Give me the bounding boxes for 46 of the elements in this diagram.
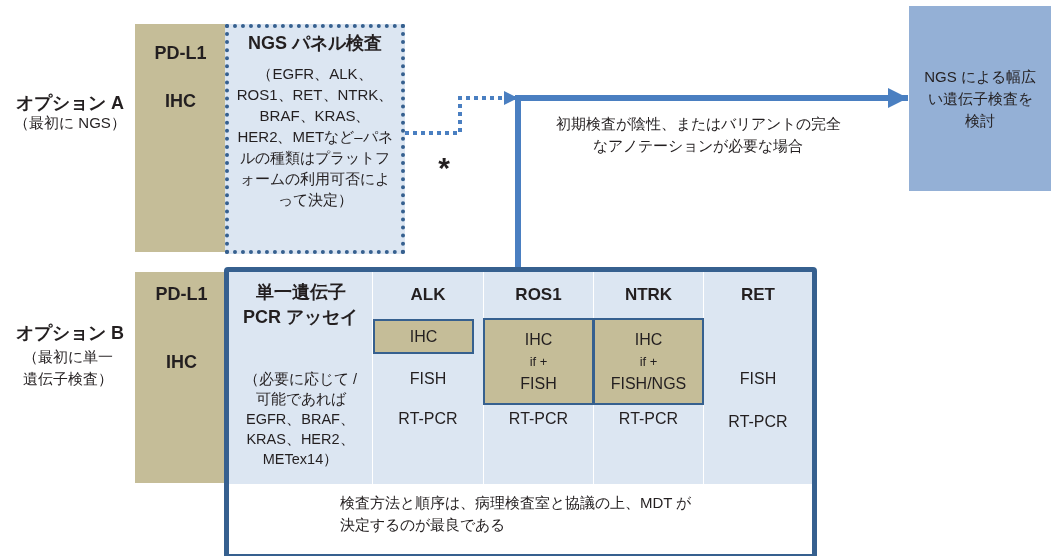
condition-text: if + xyxy=(529,354,548,370)
option-subtitle: （最初に単一遺伝子検査） xyxy=(22,347,114,389)
box-heading: NGS パネル検査 xyxy=(248,32,382,55)
column-heading: ROS1 xyxy=(515,284,562,305)
option-box xyxy=(224,267,817,556)
column-panel xyxy=(229,272,372,484)
test-name: IHC xyxy=(166,351,197,374)
column-panel xyxy=(704,272,812,484)
column-heading: RET xyxy=(741,284,775,305)
option-subtitle: （最初に NGS） xyxy=(13,114,127,132)
method-text: RT-PCR xyxy=(508,409,569,429)
gene-list: （EGFR、ALK、ROS1、RET、NTRK、BRAF、KRAS、HER2、METなど–パネルの種類はプラットフォームの利用可否によって決定） xyxy=(235,63,395,210)
test-box xyxy=(373,319,474,354)
column-heading: NTRK xyxy=(624,284,673,305)
test-box xyxy=(483,318,594,405)
test-name: PD-L1 xyxy=(155,283,208,306)
method-text: FISH xyxy=(520,374,557,394)
option-label: オプション B xyxy=(15,322,125,344)
note-text: 検査方法と順序は、病理検査室と協議の上、MDT が決定するのが最良である xyxy=(340,493,693,535)
column-heading: 単一遺伝子 PCR アッセイ xyxy=(242,281,359,329)
method-text: RT-PCR xyxy=(728,412,788,432)
column-panel xyxy=(594,272,703,484)
column-heading: ALK xyxy=(410,284,446,305)
method-text: IHC xyxy=(524,330,553,350)
method-text: IHC xyxy=(634,330,663,350)
method-text: FISH/NGS xyxy=(610,374,687,394)
box-text: NGS による幅広い遺伝子検査を検討 xyxy=(924,67,1036,131)
gene-list: （必要に応じて / 可能であればEGFR、BRAF、KRAS、HER2、METex14） xyxy=(234,369,367,469)
panel-box xyxy=(225,24,405,254)
method-text: FISH xyxy=(409,369,447,389)
test-band xyxy=(135,24,226,252)
result-box xyxy=(909,6,1051,191)
test-box xyxy=(593,318,704,405)
arrow xyxy=(515,88,908,267)
footnote-mark: * xyxy=(437,150,451,186)
test-name: IHC xyxy=(165,90,196,113)
method-text: RT-PCR xyxy=(618,409,679,429)
edge-label: 初期検査が陰性、またはバリアントの完全なアノテーションが必要な場合 xyxy=(553,113,843,157)
method-text: IHC xyxy=(409,327,438,347)
option-label: オプション A xyxy=(15,92,125,114)
method-text: FISH xyxy=(739,369,777,389)
condition-text: if + xyxy=(639,354,658,370)
column-panel xyxy=(373,272,483,484)
column-panel xyxy=(484,272,593,484)
test-name: PD-L1 xyxy=(154,42,207,65)
method-text: RT-PCR xyxy=(398,409,458,429)
